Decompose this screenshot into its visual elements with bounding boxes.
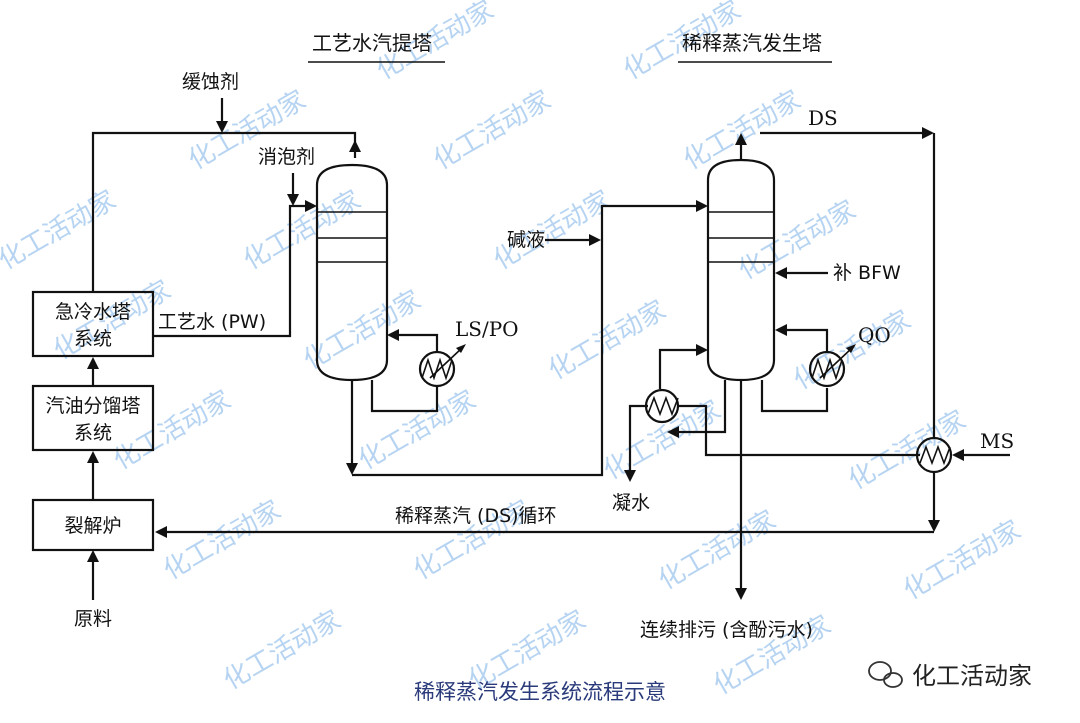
- furnace-to-gasoline-arrow-icon: [87, 451, 99, 463]
- qo-label: QO: [858, 323, 891, 347]
- watermark: 化工活动家: [844, 405, 972, 496]
- watermark: 化工活动家: [679, 85, 807, 176]
- condensate-label: 凝水: [612, 492, 650, 514]
- stripped-water-line: [352, 204, 700, 477]
- inhibitor-arrow-icon: [216, 121, 228, 133]
- wechat-logo: 化工活动家: [868, 661, 1032, 690]
- ds-label: DS: [808, 106, 838, 130]
- stripper-column: [315, 163, 389, 382]
- watermark: 化工活动家: [654, 505, 782, 596]
- caustic-label: 碱液: [507, 229, 545, 251]
- blowdown-arrow-icon: [735, 588, 747, 600]
- ds-cycle-label: 稀释蒸汽 (DS)循环: [395, 505, 557, 527]
- bfw-label: 补 BFW: [833, 262, 901, 284]
- ms-reboiler-icon: [644, 388, 680, 424]
- stripper-title: 工艺水汽提塔: [312, 31, 432, 55]
- figure-caption: 稀释蒸汽发生系统流程示意: [414, 680, 666, 704]
- stripper-reboiler-loop: [370, 380, 439, 413]
- stripper-bottoms-arrow-icon: [346, 463, 358, 475]
- stripper-reboiler-return: [396, 333, 439, 352]
- caustic-arrow-icon: [589, 234, 601, 246]
- condensate-line: [628, 404, 648, 472]
- defoamer-label: 消泡剂: [258, 146, 315, 168]
- inhibitor-label: 缓蚀剂: [182, 71, 239, 93]
- gasoline-fractionator-label-2: 系统: [74, 422, 112, 444]
- gasoline-fractionator-label-1: 汽油分馏塔: [45, 395, 140, 417]
- watermark: 化工活动家: [159, 495, 287, 586]
- feed-arrow-icon: [87, 550, 99, 562]
- ms-label: MS: [980, 429, 1014, 453]
- watermark: 化工活动家: [429, 85, 557, 176]
- defoamer-arrow-icon: [287, 194, 299, 206]
- ms-steam-line: [677, 404, 920, 457]
- blowdown-label: 连续排污 (含酚污水): [640, 619, 813, 641]
- ds-to-furnace-down-arrow-icon: [928, 520, 940, 532]
- watermark: 化工活动家: [219, 605, 347, 696]
- quench-tower-label-2: 系统: [74, 328, 112, 350]
- process-water-arrow-icon: [305, 200, 317, 212]
- cracking-furnace-label: 裂解炉: [64, 515, 121, 537]
- process-water-line: [153, 204, 308, 338]
- ls-po-label: LS/PO: [455, 317, 519, 341]
- stripped-water-arrow-icon: [696, 200, 708, 212]
- cracking-furnace-box: 裂解炉: [31, 498, 155, 552]
- gasoline-fractionator-box: 汽油分馏塔 系统: [31, 384, 155, 452]
- ds-recycle-arrow-icon: [155, 526, 167, 538]
- logo-text: 化工活动家: [912, 662, 1032, 690]
- process-water-label: 工艺水 (PW): [158, 311, 266, 333]
- ds-overhead-line-arrow-icon: [922, 127, 934, 139]
- gasoline-to-quench-arrow-icon: [87, 357, 99, 369]
- stripper-reboiler-return-arrow-icon: [387, 329, 399, 341]
- watermark: 化工活动家: [899, 515, 1027, 606]
- qo-reboiler-return: [784, 328, 829, 352]
- qo-reboiler-return-arrow-icon: [775, 324, 787, 336]
- qo-reboiler-icon: [808, 344, 856, 388]
- watermark: 化工活动家: [544, 295, 672, 386]
- bfw-arrow-icon: [775, 267, 787, 279]
- ms-reboiler-feed-arrow-icon: [667, 426, 679, 438]
- quench-tower-box: 急冷水塔 系统: [31, 290, 155, 358]
- stripper-top-vent-arrow-icon: [349, 140, 361, 152]
- feed-label: 原料: [74, 608, 112, 630]
- ms-inlet-arrow-icon: [952, 449, 964, 461]
- quench-tower-label-1: 急冷水塔: [55, 301, 131, 323]
- condensate-arrow-icon: [624, 470, 636, 482]
- stripper-reboiler-icon: [418, 344, 466, 388]
- ms-reboiler-return-line: [658, 348, 700, 389]
- ms-reboiler-return-arrow-icon: [696, 344, 708, 356]
- qo-reboiler-loop: [760, 380, 829, 413]
- watermark: 化工活动家: [0, 185, 121, 276]
- ds-overhead-arrow-icon: [735, 133, 747, 145]
- ms-reboiler-feed-line: [676, 380, 727, 434]
- ds-generator-column: [706, 158, 776, 382]
- generator-title: 稀释蒸汽发生塔: [682, 31, 822, 55]
